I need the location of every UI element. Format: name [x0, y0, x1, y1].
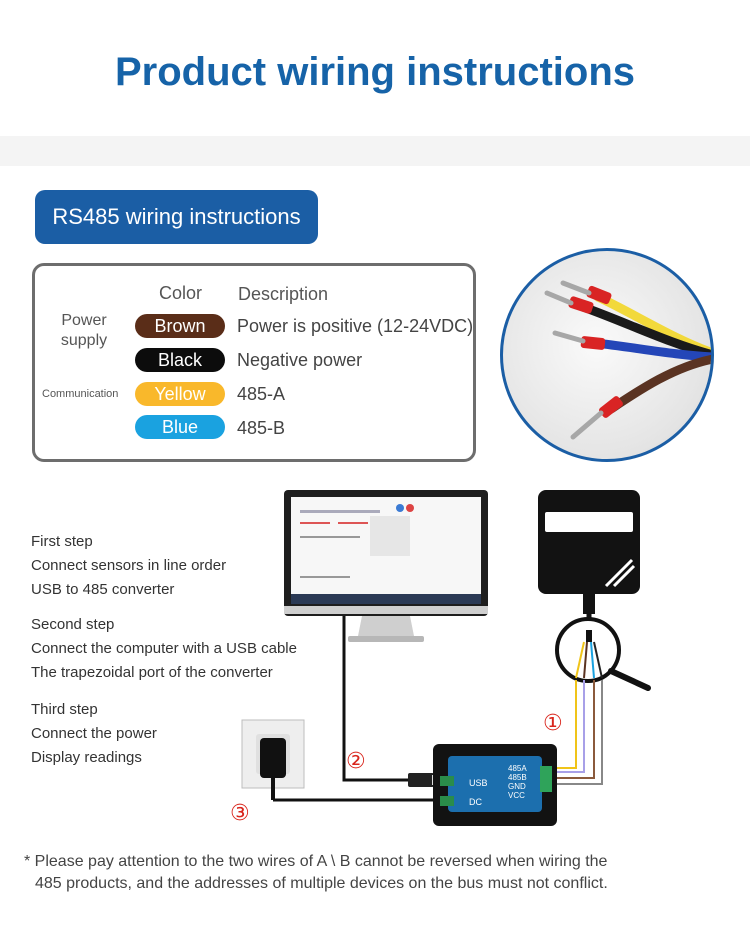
description-yellow: 485-A	[237, 384, 286, 404]
page-title: Product wiring instructions	[114, 50, 636, 94]
step-1: First step Connect sensors in line order…	[31, 530, 226, 602]
converter-label-usb: USB	[469, 778, 488, 788]
step-2-line-2: The trapezoidal port of the converter	[31, 664, 273, 681]
sensor-wires	[548, 680, 603, 785]
wiring-table	[32, 263, 476, 462]
step-3-title: Third step	[31, 701, 98, 718]
cable-wires-illustration	[544, 280, 711, 440]
wiring-note: * Please pay attention to the two wires …	[24, 851, 734, 895]
color-pill-brown: Brown	[135, 314, 225, 338]
column-header-color: Color	[159, 283, 203, 303]
usb-plug	[408, 773, 434, 787]
converter-label-gnd: GND	[508, 782, 526, 791]
magnifier-icon	[555, 617, 651, 691]
step-2-title: Second step	[31, 616, 115, 633]
group-label-power: Power supply	[48, 311, 120, 351]
note-line-1: * Please pay attention to the two wires …	[24, 853, 608, 870]
section-title-badge: RS485 wiring instructions	[35, 190, 318, 244]
converter-label-vcc: VCC	[508, 791, 525, 800]
wiring-diagram: USB DC 485A 485B GND VCC ① ② ③	[230, 490, 651, 826]
header-banner: Product wiring instructions	[0, 0, 750, 136]
description-brown: Power is positive (12-24VDC)	[237, 316, 474, 336]
cable-photo	[500, 248, 714, 462]
usb-485-converter: USB DC 485A 485B GND VCC	[433, 744, 557, 826]
group-label-communication: Communication	[42, 388, 119, 400]
converter-label-485a: 485A	[508, 764, 527, 773]
header-shadow-band	[0, 136, 750, 166]
step-1-line-1: Connect sensors in line order	[31, 557, 227, 574]
usb-cable	[342, 616, 410, 782]
marker-2: ②	[346, 749, 366, 774]
converter-label-dc: DC	[469, 797, 482, 807]
step-3-line-2: Display readings	[31, 749, 142, 766]
converter-label-485b: 485B	[508, 773, 527, 782]
group-power-line2: supply	[60, 332, 108, 349]
marker-1: ①	[543, 711, 563, 736]
step-1-title: First step	[31, 533, 93, 550]
step-3-line-1: Connect the power	[31, 725, 157, 742]
step-2: Second step Connect the computer with a …	[31, 613, 297, 685]
color-pill-yellow: Yellow	[135, 382, 225, 406]
description-blue: 485-B	[237, 418, 286, 438]
note-line-2: 485 products, and the addresses of multi…	[35, 875, 608, 892]
computer-monitor	[284, 490, 488, 642]
step-2-line-1: Connect the computer with a USB cable	[31, 640, 297, 657]
marker-3: ③	[230, 801, 250, 826]
color-pill-black: Black	[135, 348, 225, 372]
column-header-description: Description	[238, 284, 329, 304]
step-1-line-2: USB to 485 converter	[31, 581, 175, 598]
group-power-line1: Power	[61, 312, 107, 329]
power-adapter	[241, 719, 305, 800]
step-3: Third step Connect the power Display rea…	[31, 698, 157, 770]
color-pill-blue: Blue	[135, 415, 225, 439]
description-black: Negative power	[237, 350, 363, 370]
sensor-device	[538, 490, 640, 630]
